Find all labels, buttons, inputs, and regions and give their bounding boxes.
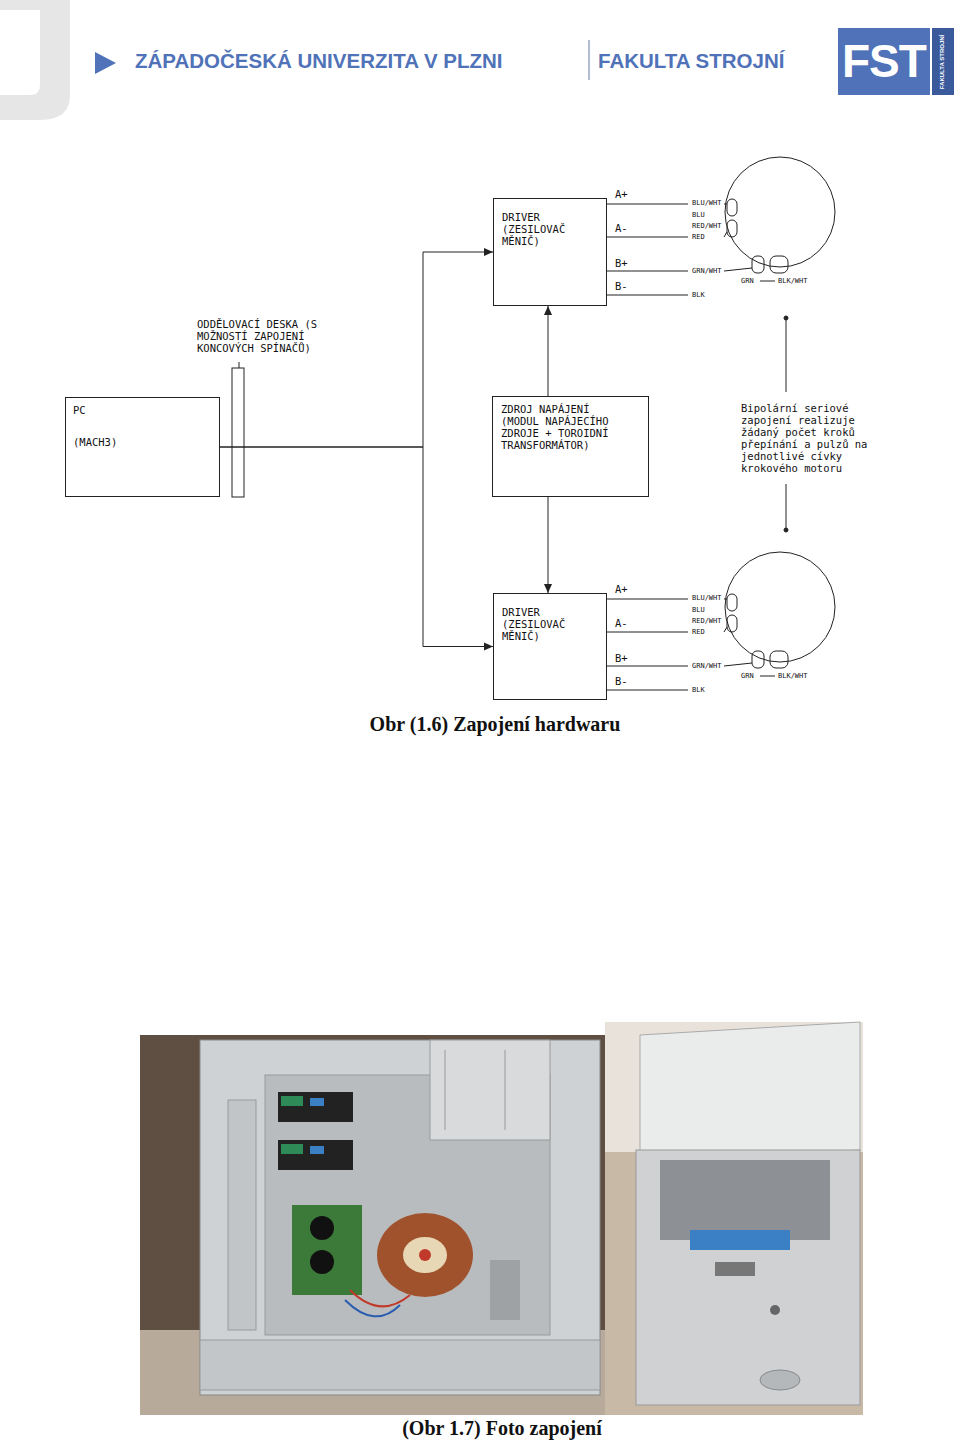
box-text: DRIVER (ZESILOVAČ MĚNIČ) [502, 606, 582, 642]
note-text: ODDĚLOVACÍ DESKA (S MOŽNOSTÍ ZAPOJENÍ KO… [197, 318, 325, 354]
wire-color-label: BLK [692, 686, 705, 695]
wire-color-label: BLU/WHT [692, 199, 722, 208]
fst-logo-strip [932, 28, 954, 95]
note-text: Bipolární seriové zapojení realizuje žád… [741, 402, 871, 474]
terminal-label: B+ [615, 258, 628, 269]
terminal-label: A+ [615, 189, 628, 200]
figure-caption: Obr (1.6) Zapojení hardwaru [295, 712, 695, 736]
wire-color-label: BLK/WHT [778, 277, 808, 286]
logo-text: FST [842, 34, 926, 88]
terminal-label: A+ [615, 584, 628, 595]
stepper-motor [607, 157, 835, 295]
wire-color-label: GRN/WHT [692, 267, 722, 276]
university-logo [0, 0, 70, 120]
power-supply-box: ZDROJ NAPÁJENÍ (MODUL NAPÁJECÍHO ZDROJE … [492, 396, 649, 497]
arrow-head [484, 643, 493, 651]
header-text: ZÁPADOČESKÁ UNIVERZITA V PLZNI [135, 49, 503, 73]
wire-color-label: BLU/WHT [692, 594, 722, 603]
wire-color-label: RED/WHT [692, 222, 722, 231]
arrow-head [544, 584, 552, 593]
connector-line [548, 497, 549, 593]
driver-box: DRIVER (ZESILOVAČ MĚNIČ) [493, 198, 607, 306]
header-text: FAKULTA STROJNÍ [598, 49, 784, 73]
wire-color-label: BLU [692, 211, 705, 220]
terminal-label: A- [615, 618, 628, 629]
wire-color-label: RED [692, 233, 705, 242]
photo-caption: (Obr 1.7) Foto zapojení [302, 1416, 702, 1440]
leader-line [239, 362, 240, 368]
driver-box: DRIVER (ZESILOVAČ MĚNIČ) [493, 593, 607, 700]
isolation-board [232, 368, 244, 497]
wire-color-label: BLK [692, 291, 705, 300]
connector-line [220, 447, 493, 647]
wire-color-label: GRN [741, 277, 754, 286]
logo-text: FAKULTA STROJNÍ [937, 31, 947, 93]
pc-box: PC (MACH3) [65, 397, 220, 497]
header-separator [588, 40, 590, 80]
terminal-label: A- [615, 223, 628, 234]
box-text: DRIVER (ZESILOVAČ MĚNIČ) [502, 211, 582, 247]
header-triangle [95, 52, 116, 74]
connector [220, 447, 493, 651]
connector [544, 306, 552, 396]
box-text: ZDROJ NAPÁJENÍ (MODUL NAPÁJECÍHO ZDROJE … [501, 403, 621, 451]
arrow-head [484, 248, 493, 256]
arrow-head [544, 306, 552, 315]
terminal-label: B+ [615, 653, 628, 664]
wire-color-label: RED [692, 628, 705, 637]
wire-color-label: GRN/WHT [692, 662, 722, 671]
connector [544, 497, 552, 593]
stepper-motor [607, 552, 835, 690]
wire-color-label: RED/WHT [692, 617, 722, 626]
box-text: PC [73, 404, 133, 416]
photo [605, 1022, 863, 1415]
wire-color-label: BLU [692, 606, 705, 615]
fst-logo [838, 28, 930, 95]
wire-color-label: GRN [741, 672, 754, 681]
photo [140, 1035, 607, 1415]
connector-line [548, 306, 549, 396]
box-text: (MACH3) [73, 436, 163, 448]
terminal-label: B- [615, 676, 628, 687]
wire-color-label: BLK/WHT [778, 672, 808, 681]
terminal-label: B- [615, 281, 628, 292]
